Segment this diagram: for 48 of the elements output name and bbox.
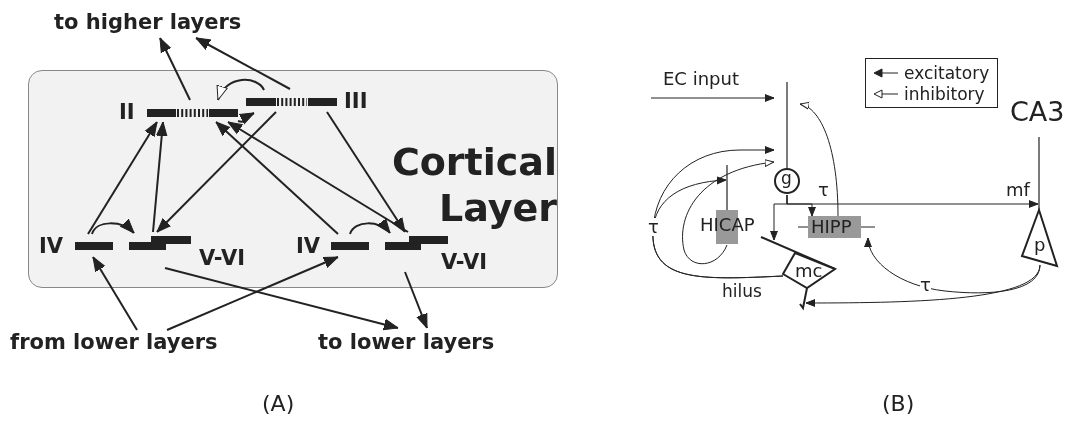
legend-label: excitatory [904,62,990,83]
layer-label: V-VI [199,248,245,269]
cortex-panel [28,70,558,288]
arrow [682,159,775,265]
arrow [404,271,428,329]
layer-label: III [344,91,368,112]
arrow [152,121,168,233]
arrow [156,111,277,233]
region-label: CA3 [1010,98,1065,125]
legend-label: inhibitory [904,83,985,104]
arrow [91,219,135,235]
arrow [805,264,1041,307]
arrow [650,94,775,102]
panel-label: (B) [882,393,915,415]
edge-label: τ [648,218,659,236]
arrow [87,121,158,235]
cell-label: g [781,170,792,187]
layer-label: II [119,102,135,123]
layer-label: IV [39,236,64,257]
target-label: to higher layers [54,12,242,33]
input-label: EC input [663,70,739,88]
arrow [164,267,399,331]
cell-label: HICAP [700,216,755,234]
layer-label: V-VI [441,252,487,273]
edge-label: mf [1006,181,1030,199]
arrow [237,112,255,126]
arrow [195,37,291,90]
arrow [652,176,784,279]
target-label: to lower layers [318,332,495,353]
arrow [326,111,406,233]
arrow [217,78,265,101]
source-label: from lower layers [10,332,218,353]
arrow [159,37,191,101]
arrow [227,121,409,233]
arrow [215,121,339,235]
region-label: hilus [722,283,762,300]
arrow [166,256,339,331]
layer-title: Cortical Layer [390,139,557,231]
arrow [786,194,816,217]
panel-label: (A) [262,393,295,415]
arrow [349,218,391,235]
layer-label: IV [296,236,321,257]
arrow [799,103,839,217]
arrow [92,256,138,331]
arrow [865,237,1041,294]
cell-label: p [1034,236,1046,254]
cell-label: HIPP [811,218,852,236]
cell-label: mc [795,262,823,280]
